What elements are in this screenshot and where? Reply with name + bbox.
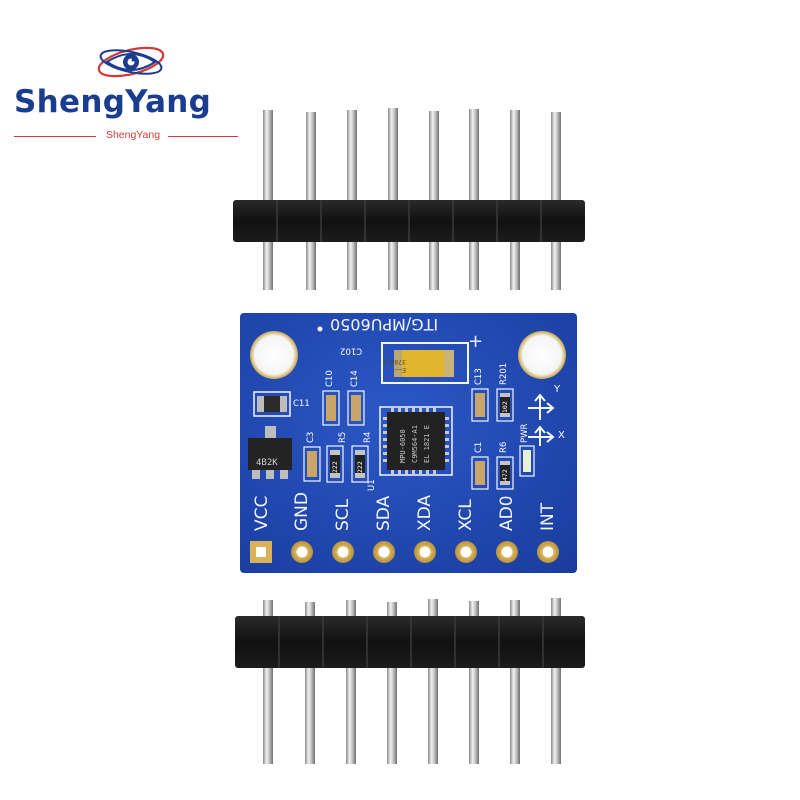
mount-hole-right: [518, 331, 566, 379]
pin-header-top-graphic: [233, 108, 585, 290]
pcb-graphic: [240, 313, 577, 573]
board-title: ITG/MPU6050: [330, 315, 439, 334]
label-axis-y: Y: [554, 384, 561, 395]
pin-4: [388, 108, 398, 290]
resistor-472: [500, 461, 510, 485]
pin-label-ad0: AD0: [497, 495, 517, 531]
axis-arrows-icon: [528, 393, 555, 446]
label-r4: R4: [363, 431, 373, 443]
capacitor-c13: [475, 393, 485, 417]
tantalum-mark-1: E——: [394, 366, 406, 374]
capacitor-c14: [351, 395, 361, 421]
pin-label-xcl: XCL: [456, 499, 476, 531]
label-pwr: PWR: [520, 423, 530, 443]
resistor-222-a-mark: 222: [331, 461, 339, 473]
resistor-222-a: [330, 450, 340, 478]
resistor-222-b: [355, 450, 365, 478]
pin-label-scl: SCL: [333, 498, 353, 531]
tantalum-mark-2: 378K E: [382, 358, 406, 366]
pin-header-bottom: [233, 598, 585, 768]
mpu6050-chip: [387, 412, 445, 470]
plus-mark: +: [468, 331, 484, 352]
label-c13: C13: [474, 368, 484, 385]
tantalum-capacitor: [394, 350, 454, 377]
chip-pads: [383, 408, 449, 474]
chip-line-3: EL 1821 E: [423, 425, 431, 463]
pin-label-vcc: VCC: [252, 495, 272, 531]
regulator-mark: 4B2K: [256, 458, 278, 468]
capacitor-c11: [257, 396, 287, 412]
resistor-102-mark: 102: [501, 401, 509, 413]
label-c10: C10: [325, 370, 335, 387]
pin-header-top: [233, 108, 585, 293]
eye-logo-icon: [97, 46, 165, 78]
label-r6: R6: [499, 441, 509, 453]
resistor-472-mark: 472: [501, 469, 509, 481]
brand-subtitle: ShengYang: [105, 129, 161, 141]
label-axis-x: X: [558, 430, 565, 441]
brand-name: ShengYang: [14, 84, 212, 120]
label-r5: R5: [338, 431, 348, 443]
chip-outline: [379, 406, 453, 476]
header-housing-bottom: [235, 616, 585, 668]
label-r201: R201: [499, 362, 509, 385]
pin-label-gnd: GND: [292, 492, 312, 531]
capacitor-c3: [307, 451, 317, 477]
voltage-regulator: [248, 438, 292, 470]
pin-label-int: INT: [538, 502, 558, 531]
pin-label-sda: SDA: [374, 495, 394, 531]
chip-line-1: MPU-6050: [399, 429, 407, 463]
label-c102: C102: [340, 345, 363, 356]
capacitor-c10: [326, 395, 336, 421]
label-c14: C14: [350, 370, 360, 387]
pins-bottom: [263, 598, 561, 764]
mpu6050-board: ITG/MPU6050 + C102 E—— 378K E C10 C14 C1…: [240, 313, 577, 573]
power-led: [523, 450, 531, 472]
tantalum-outline: [381, 342, 469, 384]
pin-label-xda: XDA: [415, 494, 435, 531]
chip-line-2: C9M564-A1: [411, 425, 419, 463]
brand-rule-right: [168, 136, 238, 137]
pin-header-bottom-graphic: [235, 598, 585, 764]
resistor-222-b-mark: 222: [356, 461, 364, 473]
pin-6: [469, 109, 479, 290]
mount-hole-left: [250, 331, 298, 379]
label-c3: C3: [306, 431, 316, 443]
label-u1: U1: [367, 479, 377, 491]
label-c1: C1: [474, 441, 484, 453]
resistor-102: [500, 393, 510, 417]
capacitor-c1: [475, 461, 485, 485]
pad-row: [250, 541, 559, 563]
pins-top: [263, 108, 561, 290]
brand-logo: ShengYang ShengYang: [0, 0, 260, 150]
label-c11: C11: [293, 399, 310, 409]
brand-rule-left: [14, 136, 96, 137]
